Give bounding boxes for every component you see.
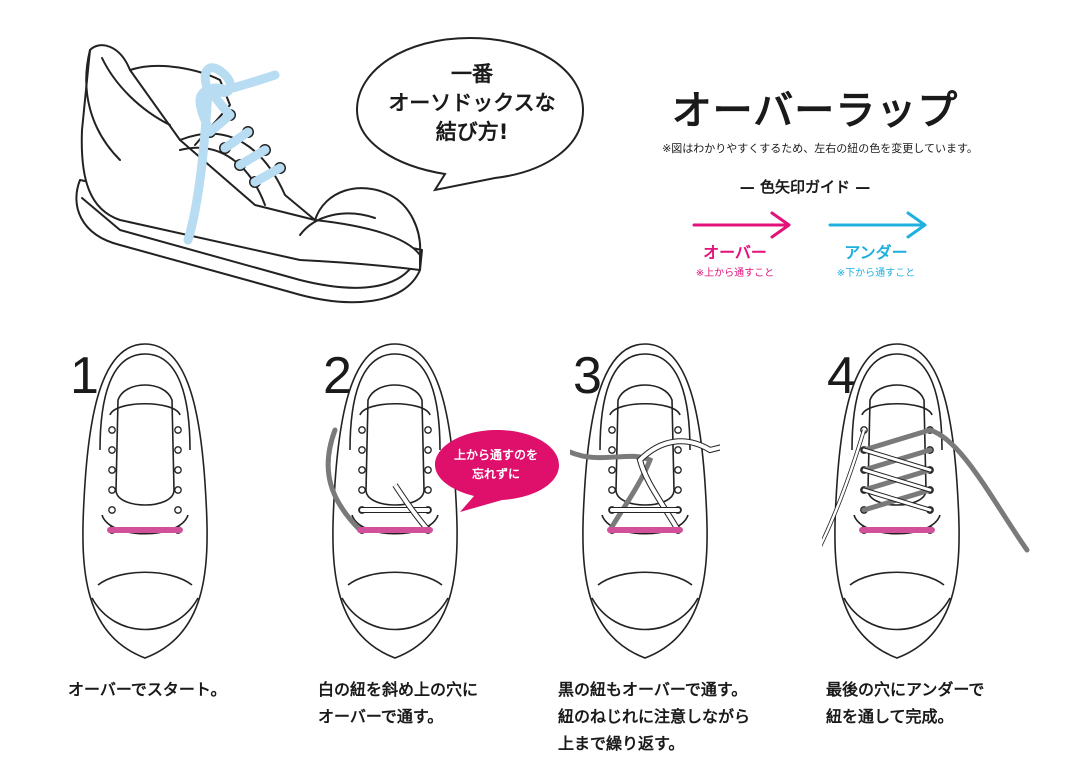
step-4-caption: 最後の穴にアンダーで 紐を通して完成。 [826,676,984,730]
callout-bubble [435,430,559,512]
over-arrow-icon [692,211,791,239]
bubble-line: オーソドックスな [388,91,556,115]
caption-line: 最後の穴にアンダーで [826,680,985,699]
step-2-shoe [325,343,458,659]
step-1-caption: オーバーでスタート。 [68,676,227,703]
caption-line: 白の紐を斜め上の穴に [318,680,479,699]
step-2-caption: 白の紐を斜め上の穴に オーバーで通す。 [318,676,478,730]
legend-under-sub: ※下から通すこと [836,268,916,279]
step-number-3: 3 [573,347,602,405]
bubble-line: 一番 [451,62,493,86]
callout-text: 上から通すのを 忘れずに [433,446,559,484]
legend-under-label: アンダー [844,243,908,262]
caption-line: オーバーで通す。 [318,707,444,726]
under-arrow-icon [828,211,927,239]
step-number-1: 1 [70,347,99,405]
step-3-caption: 黒の紐もオーバーで通す。 紐のねじれに注意しながら 上まで繰り返す。 [558,676,750,757]
callout-line: 忘れずに [471,467,520,481]
step-3-shoe [570,343,720,659]
legend-over-sub: ※上から通すこと [695,268,775,279]
legend-over-label: オーバー [703,243,767,262]
speech-bubble [355,36,585,192]
step-1-shoe [82,343,208,659]
hero-shoe-illustration [75,44,423,304]
bubble-text: 一番 オーソドックスな 結び方! [372,60,572,147]
page-title: オーバーラップ [671,88,959,134]
step-4-shoe [822,343,1030,659]
bubble-line: 結び方! [435,120,509,144]
color-note: ※図はわかりやすくするため、左右の紐の色を変更しています。 [662,142,978,155]
guide-title: — 色矢印ガイド — [739,178,871,196]
callout-line: 上から通すのを [453,448,538,462]
caption-line: 紐を通して完成。 [826,707,954,726]
caption-line: 上まで繰り返す。 [558,734,685,753]
caption-line: 黒の紐もオーバーで通す。 [558,680,748,699]
caption-line: 紐のねじれに注意しながら [558,707,751,726]
caption-line: オーバーでスタート。 [68,680,227,699]
step-number-2: 2 [323,347,352,405]
